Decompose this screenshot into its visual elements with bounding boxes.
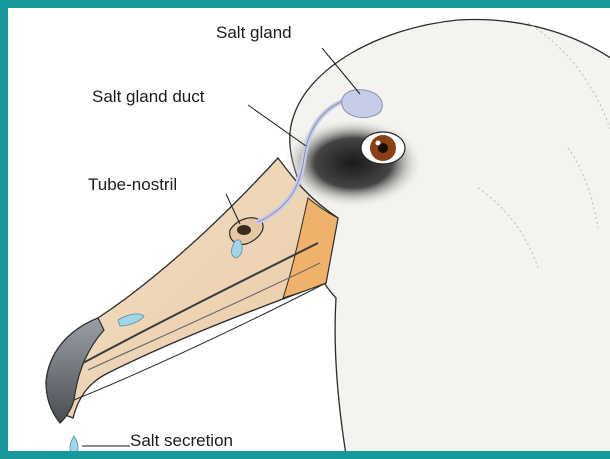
nostril-opening [237,225,251,235]
secretion-drop [70,436,78,455]
label-salt-gland-duct: Salt gland duct [92,88,204,105]
albatross-head-illustration [8,8,610,459]
label-tube-nostril: Tube-nostril [88,176,177,193]
label-salt-secretion: Salt secretion [130,432,233,449]
label-salt-gland: Salt gland [216,24,292,41]
head-neck [290,20,610,459]
salt-gland [342,90,383,118]
eye-highlight [376,141,381,146]
